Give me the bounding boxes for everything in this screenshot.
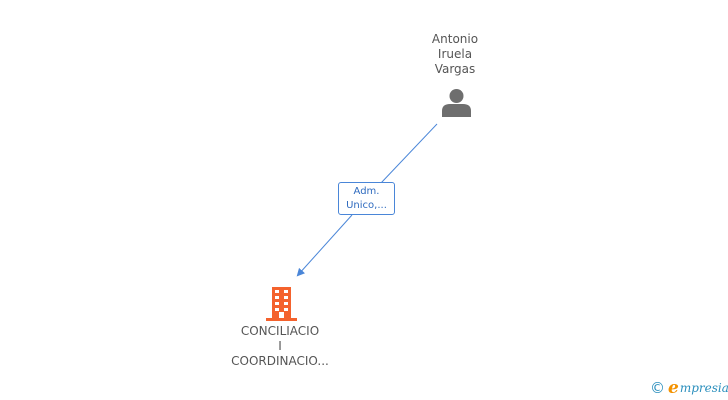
company-name-line: CONCILIACIO <box>240 324 320 338</box>
company-name-line: I <box>278 339 282 353</box>
brand-logo-initial: e <box>668 378 679 398</box>
brand-logo[interactable]: © e mpresia <box>650 378 728 398</box>
person-name-line: Antonio <box>431 32 479 46</box>
person-name-line: Iruela <box>437 47 473 61</box>
building-icon[interactable] <box>266 287 297 321</box>
person-name[interactable]: Antonio Iruela Vargas <box>405 32 505 77</box>
person-name-line: Vargas <box>434 62 476 76</box>
relationship-label-line: Unico,... <box>346 200 387 211</box>
edge-line-upper <box>380 123 438 184</box>
copyright-icon: © <box>650 379 665 397</box>
person-icon[interactable] <box>441 88 472 117</box>
brand-logo-text: mpresia <box>679 381 728 395</box>
edge-line-lower <box>296 214 353 277</box>
relationship-label-line: Adm. <box>353 186 380 197</box>
relationship-label[interactable]: Adm. Unico,... <box>338 182 395 215</box>
company-name-line: COORDINACIO... <box>231 354 329 368</box>
company-name[interactable]: CONCILIACIO I COORDINACIO... <box>205 324 355 369</box>
